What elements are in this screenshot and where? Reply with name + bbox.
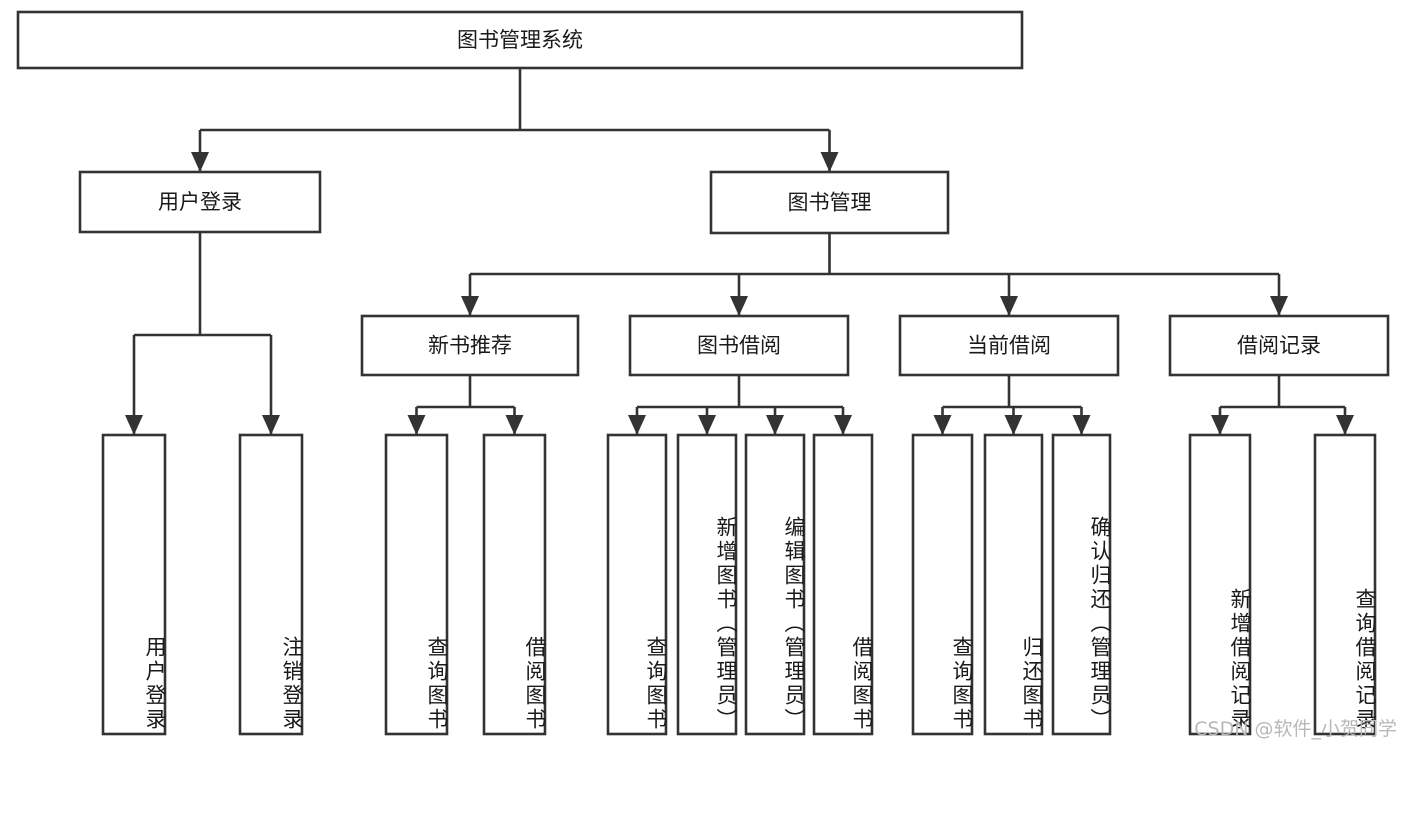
node-label-new-book-rec: 新书推荐: [428, 334, 512, 358]
node-box-leaf-borrow-book-2[interactable]: [812, 433, 874, 736]
node-label-user-login: 用户登录: [158, 190, 242, 214]
node-box-user-login[interactable]: [78, 170, 322, 234]
flowchart-diagram: 图书管理系统用户登录图书管理新书推荐图书借阅当前借阅借阅记录 用户登录注销登录查…: [16, 10, 1397, 740]
node-label-book-borrow: 图书借阅: [697, 334, 781, 358]
node-box-leaf-query-record[interactable]: [1313, 433, 1377, 736]
node-box-leaf-user-login[interactable]: [101, 433, 167, 736]
arrow-head-icon: [820, 152, 839, 172]
arrow-head-icon: [766, 415, 784, 435]
arrow-head-icon: [505, 415, 524, 435]
arrow-head-icon: [1211, 415, 1229, 435]
node-box-leaf-add-book[interactable]: [676, 433, 738, 736]
arrow-head-icon: [407, 415, 426, 435]
watermark-text: CSDN @软件_小贺同学: [1194, 718, 1397, 740]
node-box-leaf-confirm-return[interactable]: [1051, 433, 1112, 736]
node-box-leaf-query-book-3[interactable]: [911, 433, 974, 736]
arrow-head-icon: [1004, 415, 1023, 435]
node-box-leaf-query-book-1[interactable]: [384, 433, 449, 736]
node-box-leaf-query-book-2[interactable]: [606, 433, 668, 736]
node-box-root[interactable]: [16, 10, 1024, 70]
arrow-head-icon: [125, 415, 143, 435]
arrow-head-icon: [1336, 415, 1354, 435]
arrow-head-icon: [262, 415, 280, 435]
arrow-head-icon: [1000, 296, 1018, 316]
node-box-book-manage[interactable]: [709, 170, 950, 235]
node-box-leaf-edit-book[interactable]: [744, 433, 806, 736]
arrow-head-icon: [628, 415, 646, 435]
node-box-current-borrow[interactable]: [898, 314, 1120, 377]
node-box-borrow-record[interactable]: [1168, 314, 1390, 377]
node-label-current-borrow: 当前借阅: [967, 334, 1051, 358]
arrow-head-icon: [191, 152, 209, 172]
arrow-head-icon: [1270, 296, 1288, 316]
node-label-root: 图书管理系统: [457, 28, 583, 52]
node-box-new-book-rec[interactable]: [360, 314, 580, 377]
edge-layer: [125, 68, 1354, 435]
arrow-head-icon: [730, 296, 748, 316]
node-label-book-manage: 图书管理: [788, 191, 872, 215]
node-box-leaf-borrow-book-1[interactable]: [482, 433, 547, 736]
arrow-head-icon: [1072, 415, 1091, 435]
node-box-leaf-return-book[interactable]: [983, 433, 1044, 736]
node-label-borrow-record: 借阅记录: [1237, 334, 1321, 358]
node-box-leaf-logout[interactable]: [238, 433, 304, 736]
arrow-head-icon: [933, 415, 952, 435]
node-box-leaf-add-record[interactable]: [1188, 433, 1252, 736]
arrow-head-icon: [698, 415, 716, 435]
arrow-head-icon: [834, 415, 852, 435]
arrow-head-icon: [461, 296, 479, 316]
node-box-book-borrow[interactable]: [628, 314, 850, 377]
